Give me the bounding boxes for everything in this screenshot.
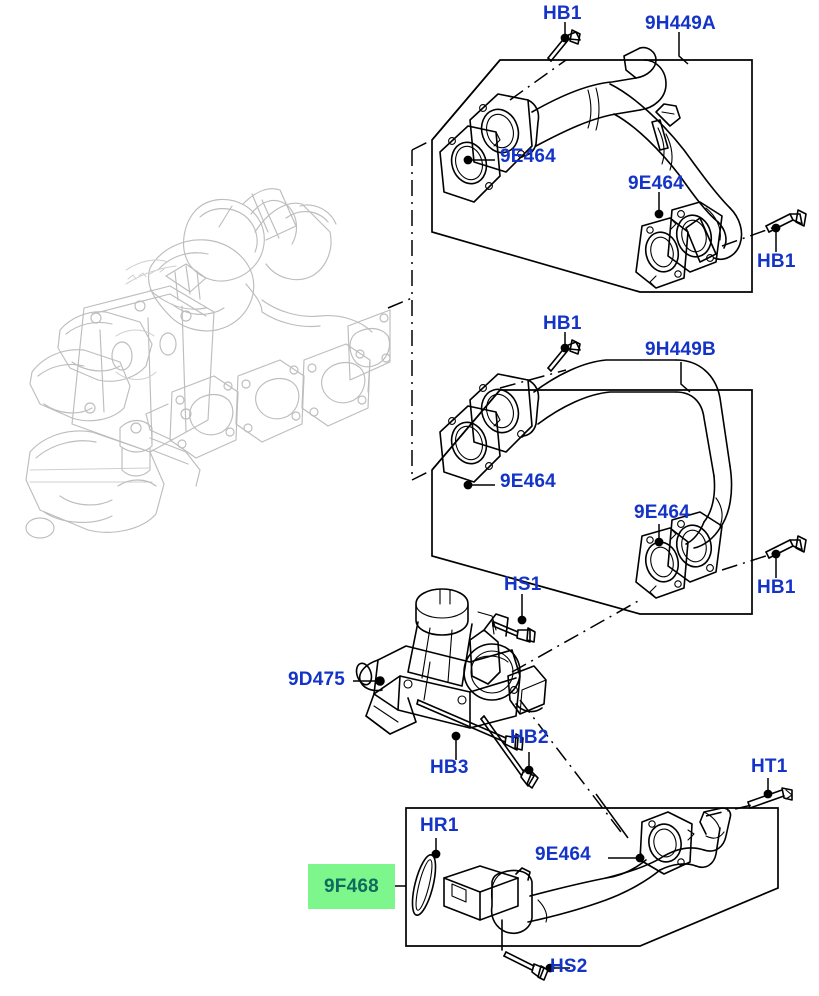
bolt-hb2 bbox=[480, 715, 539, 789]
callout-9e464-group-c[interactable]: 9E464 bbox=[535, 844, 591, 865]
callout-hb1-group-a-top[interactable]: HB1 bbox=[543, 3, 582, 24]
callout-9e464-group-a-left[interactable]: 9E464 bbox=[500, 146, 556, 167]
alignment-hb1-b-right bbox=[721, 553, 773, 571]
leader-9e464-c-upper bbox=[595, 793, 629, 839]
alignment-valve-to-c bbox=[519, 699, 625, 837]
leader-dot-hb1-a-top bbox=[560, 33, 570, 43]
leader-dot-hs2 bbox=[545, 963, 555, 973]
screw-hs2 bbox=[503, 951, 549, 981]
egr-valve-9d475 bbox=[355, 588, 547, 735]
callout-hr1[interactable]: HR1 bbox=[420, 815, 459, 836]
alignment-line-manifold bbox=[387, 297, 413, 309]
callout-hs1[interactable]: HS1 bbox=[504, 574, 542, 595]
leader-9h449b bbox=[680, 362, 691, 393]
valve-tab-hs1 bbox=[477, 611, 497, 631]
group-box-9h449a bbox=[431, 59, 753, 293]
callout-hb1-group-b-top[interactable]: HB1 bbox=[543, 313, 582, 334]
leader-dot-9e464-b-right bbox=[654, 537, 664, 547]
leader-dot-hr1 bbox=[431, 849, 441, 859]
callout-hs2[interactable]: HS2 bbox=[550, 956, 588, 977]
egr-pipe-9h449a bbox=[439, 46, 743, 289]
callout-hb1-group-b-right[interactable]: HB1 bbox=[757, 577, 796, 598]
bolt-hb3 bbox=[416, 699, 524, 751]
callout-9d475[interactable]: 9D475 bbox=[288, 669, 345, 690]
alignment-valve-to-b bbox=[511, 599, 641, 673]
alignment-hb1-a-top bbox=[509, 59, 567, 101]
leader-dot-9e464-b-left bbox=[463, 480, 473, 490]
callout-9e464-group-b-left[interactable]: 9E464 bbox=[500, 471, 556, 492]
leader-dot-hs1 bbox=[517, 615, 527, 625]
alignment-line-to-box-b bbox=[411, 469, 433, 481]
leader-dot-9e464-a-left bbox=[463, 155, 473, 165]
leader-dot-9e464-c bbox=[635, 853, 645, 863]
alignment-hb1-b-top bbox=[499, 369, 567, 389]
callout-ht1[interactable]: HT1 bbox=[751, 756, 788, 777]
callout-9h449b[interactable]: 9H449B bbox=[645, 339, 716, 360]
leader-dot-hb1-b-top bbox=[560, 343, 570, 353]
leader-dot-ht1 bbox=[763, 789, 773, 799]
egr-pipe-9h449b bbox=[439, 359, 733, 599]
group-box-9f468 bbox=[405, 807, 779, 947]
callout-hb2[interactable]: HB2 bbox=[510, 727, 549, 748]
alignment-line-to-box-a bbox=[411, 139, 433, 151]
alignment-ht1 bbox=[705, 803, 757, 817]
leader-dot-hb3 bbox=[451, 731, 461, 741]
leader-dot-9d475 bbox=[375, 676, 385, 686]
alignment-hb1-a-right bbox=[721, 227, 773, 247]
leader-dot-9e464-a-right bbox=[654, 209, 664, 219]
callout-9e464-group-a-right[interactable]: 9E464 bbox=[628, 173, 684, 194]
turbocharger-ghost-illustration bbox=[25, 188, 391, 539]
screw-hs1 bbox=[492, 621, 536, 643]
callout-9h449a[interactable]: 9H449A bbox=[645, 13, 716, 34]
group-box-9h449b bbox=[431, 389, 753, 615]
leader-dot-hb2 bbox=[524, 765, 534, 775]
callout-hb3[interactable]: HB3 bbox=[430, 757, 469, 778]
leader-9h449a bbox=[678, 32, 689, 65]
callout-hb1-group-a-right[interactable]: HB1 bbox=[757, 251, 796, 272]
leader-dot-hb1-a-right bbox=[771, 223, 781, 233]
callout-9e464-group-b-right[interactable]: 9E464 bbox=[634, 502, 690, 523]
callout-9f468-highlighted[interactable]: 9F468 bbox=[308, 864, 395, 909]
leader-dot-hb1-b-right bbox=[771, 549, 781, 559]
